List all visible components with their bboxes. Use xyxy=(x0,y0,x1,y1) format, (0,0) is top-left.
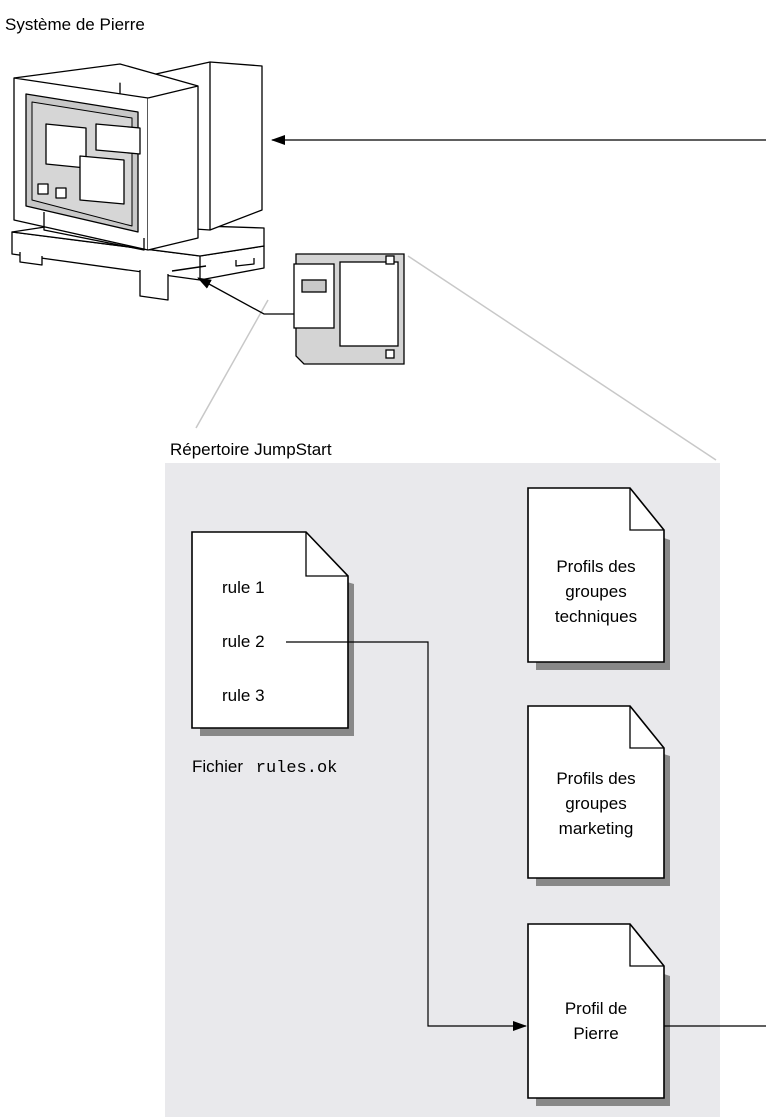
computer-icon xyxy=(11,61,265,301)
guide-line-right xyxy=(407,255,717,461)
profile-pierre-line-2: Pierre xyxy=(573,1024,619,1043)
guide-line-left xyxy=(195,299,269,429)
profile-document-icon-marketing xyxy=(527,705,670,886)
profile-marketing-line-3: marketing xyxy=(558,819,634,838)
rule-2-label: rule 2 xyxy=(222,632,265,651)
rules-file-caption-prefix: Fichier xyxy=(192,757,244,776)
profile-label-pierre: Profil de Pierre xyxy=(528,996,664,1046)
rules-file-document-icon xyxy=(191,531,354,736)
rule-1-label: rule 1 xyxy=(222,578,265,597)
arrow-rule2-to-profile xyxy=(286,641,527,1031)
floppy-disk-icon xyxy=(293,253,405,365)
profile-techniques-line-2: groupes xyxy=(565,582,627,601)
system-title: Système de Pierre xyxy=(5,15,145,34)
profile-document-icon-techniques xyxy=(527,487,670,670)
profile-label-marketing: Profils des groupes marketing xyxy=(528,766,664,841)
profile-techniques-line-1: Profils des xyxy=(556,557,636,576)
profile-pierre-line-1: Profil de xyxy=(564,999,628,1018)
profile-marketing-line-2: groupes xyxy=(565,794,627,813)
profile-marketing-line-1: Profils des xyxy=(556,769,636,788)
rules-file-filename: rules.ok xyxy=(255,759,338,778)
profile-label-techniques: Profils des groupes techniques xyxy=(528,554,664,629)
profile-document-icon-pierre xyxy=(527,923,670,1106)
arrow-floppy-to-computer xyxy=(197,277,294,315)
rule-3-label: rule 3 xyxy=(222,686,265,705)
profile-techniques-line-3: techniques xyxy=(554,607,638,626)
jumpstart-directory-title: Répertoire JumpStart xyxy=(170,440,332,459)
rules-file-caption: Fichier rules.ok xyxy=(192,757,337,778)
